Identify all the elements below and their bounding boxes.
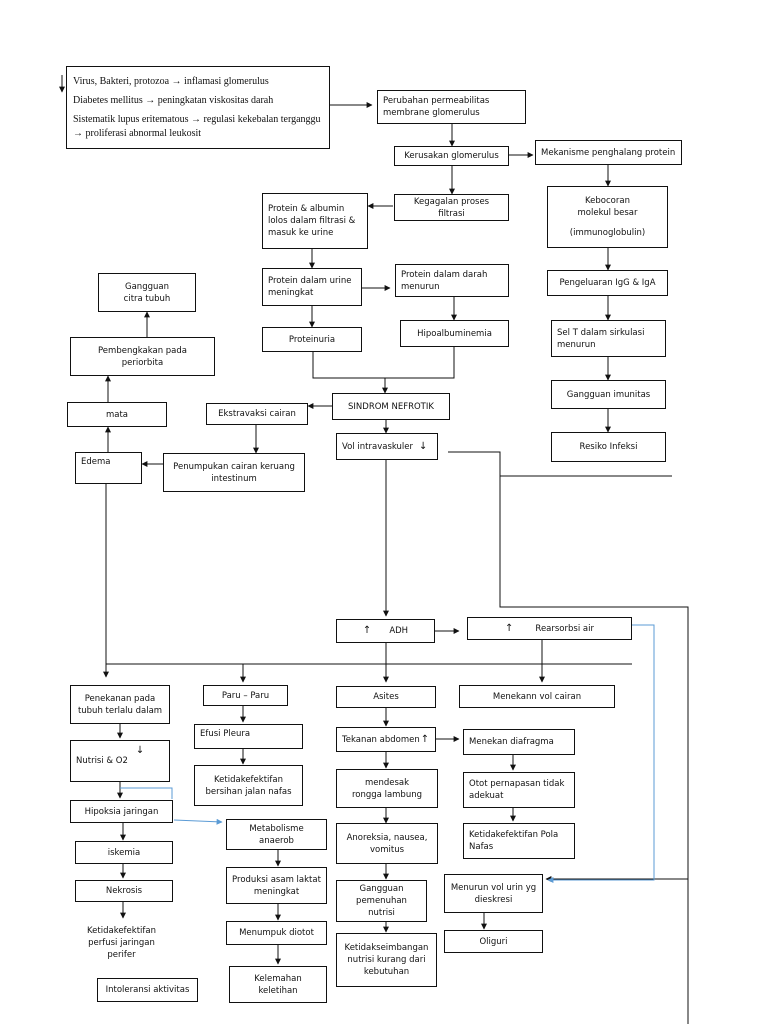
arrow-down-icon: ↓ [419, 440, 428, 452]
node-sindrom-nefrotik: SINDROM NEFROTIK [332, 393, 450, 420]
node-edema: Edema [75, 452, 142, 484]
node-tekanan-abdomen: Tekanan abdomen↑ [336, 727, 436, 752]
node-menekan-vol-cairan: Menekann vol cairan [459, 685, 615, 708]
arrow-up-icon: ↑ [420, 733, 430, 745]
node-hipoksia-jaringan: Hipoksia jaringan [70, 800, 173, 823]
causes-box: Virus, Bakteri, protozoa → inflamasi glo… [66, 66, 330, 149]
node-ekstravaksi-cairan: Ekstravaksi cairan [206, 403, 308, 425]
node-asites: Asites [336, 686, 436, 708]
node-penekanan-tubuh: Penekanan pada tubuh terlalu dalam [70, 685, 170, 724]
node-paru-paru: Paru – Paru [203, 685, 288, 706]
arrow-up-icon: ↑ [362, 625, 372, 636]
node-intoleransi-aktivitas: Intoleransi aktivitas [97, 978, 198, 1002]
node-kegagalan-filtrasi: Kegagalan proses filtrasi [394, 194, 509, 221]
node-hipoalbuminemia: Hipoalbuminemia [400, 320, 509, 347]
node-protein-darah-menurun: Protein dalam darah menurun [395, 264, 509, 297]
cause-item: Diabetes mellitus → peningkatan viskosit… [73, 94, 274, 106]
node-menurun-vol-urin: Menurun vol urin yg dieskresi [444, 874, 543, 913]
node-kerusakan-glomerulus: Kerusakan glomerulus [394, 146, 509, 166]
cause-item: Virus, Bakteri, protozoa → inflamasi glo… [73, 75, 269, 87]
node-ketidakefektifan-perfusi: Ketidakefektifan perfusi jaringan perife… [70, 920, 173, 966]
node-iskemia: iskemia [75, 841, 173, 864]
node-efusi-pleura: Efusi Pleura [194, 724, 303, 749]
node-gangguan-pemenuhan-nutrisi: Gangguan pemenuhan nutrisi [336, 880, 427, 922]
node-ketidakefektifan-jalan-nafas: Ketidakefektifan bersihan jalan nafas [194, 765, 303, 806]
node-pengeluaran-igg: Pengeluaran IgG & IgA [547, 270, 668, 296]
node-pembengkakan-periorbita: Pembengkakan pada periorbita [70, 337, 215, 376]
node-menekan-diafragma: Menekan diafragma [463, 729, 575, 755]
node-anoreksia: Anoreksia, nausea, vomitus [336, 823, 438, 864]
node-mata: mata [67, 402, 167, 427]
node-rearsorbsi-air: ↑Rearsorbsi air [467, 617, 632, 640]
node-produksi-asam-laktat: Produksi asam laktat meningkat [226, 867, 327, 904]
node-otot-pernapasan: Otot pernapasan tidak adekuat [463, 772, 575, 808]
node-gangguan-imunitas: Gangguan imunitas [551, 380, 666, 409]
node-proteinuria: Proteinuria [262, 327, 362, 352]
node-perubahan-permeabilitas: Perubahan permeabilitas membrane glomeru… [377, 90, 526, 124]
node-vol-intravaskuler: Vol intravaskuler↓ [336, 433, 438, 460]
node-protein-urine-meningkat: Protein dalam urine meningkat [262, 268, 362, 306]
arrow-up-icon: ↑ [505, 622, 514, 634]
node-penumpukan-cairan: Penumpukan cairan keruang intestinum [163, 453, 305, 492]
node-oliguri: Oliguri [444, 930, 543, 953]
node-nekrosis: Nekrosis [75, 880, 173, 902]
node-mendesak-lambung: mendesak rongga lambung [336, 769, 438, 808]
node-adh: ↑ADH [336, 619, 435, 643]
node-ketidakseimbangan-nutrisi: Ketidakseimbangan nutrisi kurang dari ke… [336, 933, 437, 987]
node-nutrisi-o2: Nutrisi & O2↓ [70, 740, 170, 782]
node-kelemahan-keletihan: Kelemahan keletihan [229, 966, 327, 1003]
node-metabolisme-anaerob: Metabolisme anaerob [226, 819, 327, 850]
node-menumpuk-diotot: Menumpuk diotot [226, 921, 327, 945]
node-protein-albumin-lolos: Protein & albumin lolos dalam filtrasi &… [262, 193, 368, 249]
arrow-down-icon: ↓ [135, 745, 145, 756]
cause-item: Sistematik lupus eritematous → regulasi … [73, 113, 321, 139]
node-ketidakefektifan-pola-nafas: Ketidakefektifan Pola Nafas [463, 823, 575, 859]
node-resiko-infeksi: Resiko Infeksi [551, 432, 666, 462]
node-kebocoran-molekul: Kebocoran molekul besar (immunoglobulin) [547, 186, 668, 248]
node-mekanisme-penghalang: Mekanisme penghalang protein [535, 140, 682, 165]
node-gangguan-citra: Gangguan citra tubuh [98, 273, 196, 312]
node-sel-t-menurun: Sel T dalam sirkulasi menurun [551, 320, 666, 357]
